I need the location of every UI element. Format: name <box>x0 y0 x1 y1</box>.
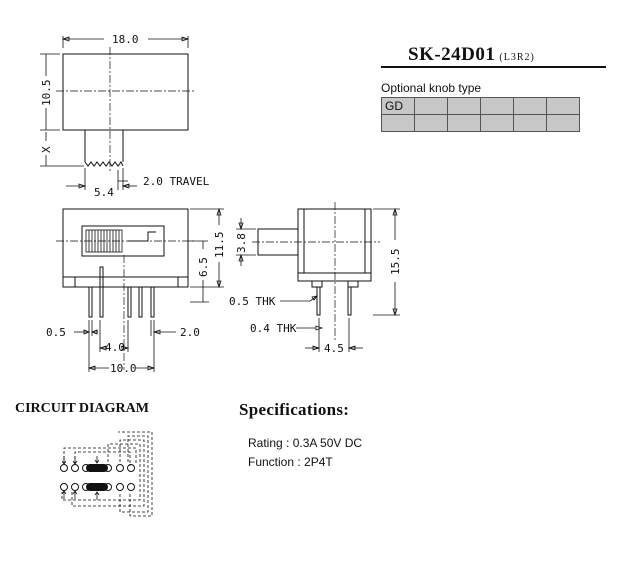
dim-4-0: 4.0 <box>105 341 125 354</box>
side-view: 3.8 15.5 0.5 THK 0.4 THK 4.5 <box>229 202 402 355</box>
circuit-diagram-title: CIRCUIT DIAGRAM <box>15 401 149 416</box>
table-row: GD <box>381 97 580 115</box>
dim-4-5: 4.5 <box>324 342 344 355</box>
knob-cell <box>414 97 448 115</box>
dim-11-5: 11.5 <box>213 232 226 259</box>
title-underline <box>381 66 606 68</box>
dim-travel: 2.0 TRAVEL <box>143 175 210 188</box>
dim-0-5: 0.5 <box>46 326 66 339</box>
model-title: SK-24D01(L3R2) <box>408 44 535 66</box>
knob-cell <box>480 97 514 115</box>
knob-cell <box>381 114 415 132</box>
knob-cell: GD <box>381 97 415 115</box>
dim-10-0: 10.0 <box>110 362 137 375</box>
knob-type-table: GD <box>381 97 580 132</box>
dim-15-5: 15.5 <box>389 249 402 276</box>
spec-function: Function : 2P4T <box>248 455 333 469</box>
front-view: 11.5 6.5 0.5 2.0 4.0 10.0 <box>46 207 226 375</box>
dim-18-0: 18.0 <box>112 33 139 46</box>
top-view: 18.0 10.5 X 5.4 2.0 TRAVEL <box>40 33 210 199</box>
knob-type-label: Optional knob type <box>381 81 482 95</box>
knob-cell <box>513 114 547 132</box>
knob-cell <box>513 97 547 115</box>
spec-rating: Rating : 0.3A 50V DC <box>248 436 363 450</box>
model-name: SK-24D01 <box>408 44 496 65</box>
dim-0-5-thk: 0.5 THK <box>229 295 276 308</box>
specifications-title: Specifications: <box>239 400 350 419</box>
dim-3-8: 3.8 <box>235 233 248 253</box>
dim-6-5: 6.5 <box>197 257 210 277</box>
dim-2-0: 2.0 <box>180 326 200 339</box>
knob-cell <box>546 114 580 132</box>
knob-cell <box>546 97 580 115</box>
model-code: (L3R2) <box>499 52 535 63</box>
knob-cell <box>447 97 481 115</box>
knob-cell <box>447 114 481 132</box>
knob-cell <box>414 114 448 132</box>
dim-5-4: 5.4 <box>94 186 114 199</box>
circuit-schematic <box>60 431 153 517</box>
dim-10-5: 10.5 <box>40 80 53 107</box>
table-row <box>381 114 580 132</box>
dim-x: X <box>40 146 53 153</box>
knob-cell <box>480 114 514 132</box>
dim-0-4-thk: 0.4 THK <box>250 322 297 335</box>
